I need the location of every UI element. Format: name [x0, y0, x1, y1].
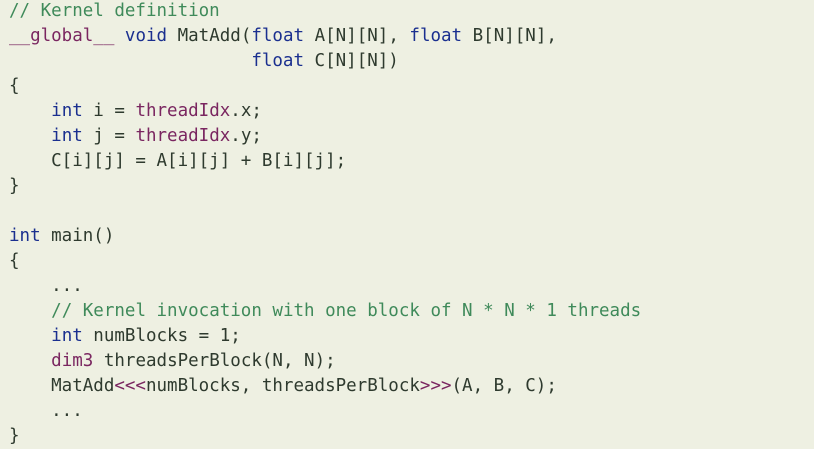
code-line: int j = threadIdx.y; [9, 124, 814, 149]
code-text [9, 101, 51, 121]
code-line: { [9, 74, 814, 99]
code-line [9, 199, 814, 224]
code-text: MatAdd [9, 376, 115, 396]
code-keyword: int [51, 101, 83, 121]
code-text: .x; [230, 101, 262, 121]
code-builtin: dim3 [51, 351, 94, 371]
code-line: int main() [9, 224, 814, 249]
code-keyword: void [124, 26, 168, 46]
code-line: float C[N][N]) [9, 49, 814, 74]
code-text: numBlocks, threadsPerBlock [145, 376, 420, 396]
code-line: ... [9, 399, 814, 424]
code-text: B[N][N], [462, 26, 557, 46]
code-text: A[N][N], [304, 26, 410, 46]
code-text: numBlocks = 1; [82, 326, 241, 346]
code-text: main() [40, 226, 115, 246]
code-text [114, 26, 125, 46]
code-keyword: int [9, 226, 41, 246]
code-line: dim3 threadsPerBlock(N, N); [9, 349, 814, 374]
code-line: ... [9, 274, 814, 299]
code-text: { [9, 76, 20, 96]
code-line: MatAdd<<<numBlocks, threadsPerBlock>>>(A… [9, 374, 814, 399]
code-line: int numBlocks = 1; [9, 324, 814, 349]
code-text: C[i][j] = A[i][j] + B[i][j]; [9, 151, 347, 171]
code-keyword: int [51, 326, 83, 346]
code-text: ... [9, 276, 83, 296]
code-line: // Kernel invocation with one block of N… [9, 299, 814, 324]
code-text [9, 51, 251, 71]
code-builtin: >>> [419, 376, 452, 396]
code-comment: // Kernel invocation with one block of N… [51, 301, 642, 321]
code-text [9, 301, 51, 321]
code-text: j = [82, 126, 136, 146]
code-keyword: float [409, 26, 463, 46]
code-comment: // Kernel definition [9, 1, 220, 21]
code-keyword: int [51, 126, 83, 146]
code-text [9, 326, 51, 346]
code-line: } [9, 424, 814, 449]
code-text [9, 351, 51, 371]
code-builtin: threadIdx [135, 101, 231, 121]
code-text: threadsPerBlock(N, N); [93, 351, 336, 371]
code-text [9, 126, 51, 146]
code-line: { [9, 249, 814, 274]
code-line: __global__ void MatAdd(float A[N][N], fl… [9, 24, 814, 49]
code-text: i = [82, 101, 136, 121]
code-line: } [9, 174, 814, 199]
code-line: C[i][j] = A[i][j] + B[i][j]; [9, 149, 814, 174]
code-text: ... [9, 401, 83, 421]
code-text: { [9, 251, 20, 271]
code-text: C[N][N]) [304, 51, 399, 71]
code-builtin: __global__ [9, 26, 115, 46]
code-builtin: threadIdx [135, 126, 231, 146]
code-builtin: <<< [114, 376, 146, 396]
code-line: int i = threadIdx.x; [9, 99, 814, 124]
code-text: (A, B, C); [451, 376, 557, 396]
code-keyword: float [251, 51, 305, 71]
code-keyword: float [251, 26, 305, 46]
code-text: } [9, 176, 20, 196]
code-text: MatAdd( [167, 26, 252, 46]
code-text: } [9, 426, 20, 446]
code-text: .y; [230, 126, 262, 146]
code-line: // Kernel definition [9, 0, 814, 24]
